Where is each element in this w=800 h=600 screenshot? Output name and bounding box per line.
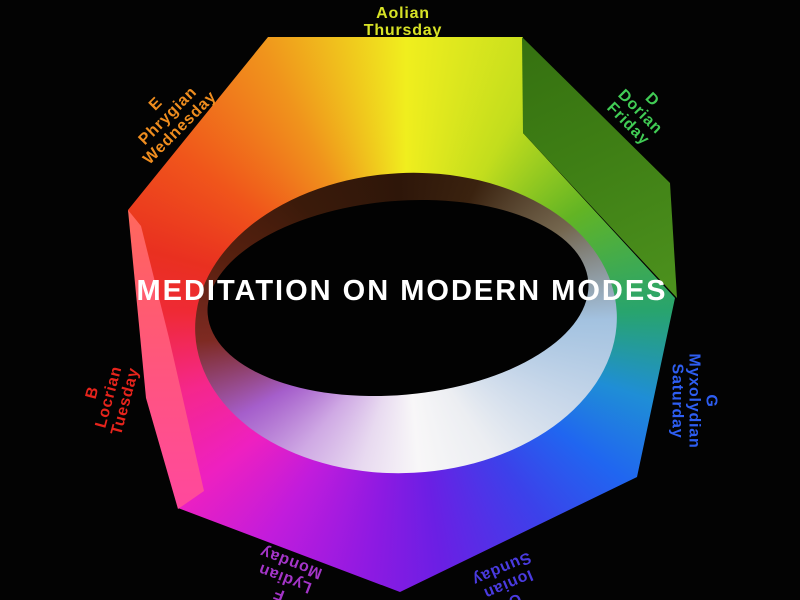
note-name: G (702, 394, 720, 408)
label-aeolian: Aolian Thursday (364, 5, 442, 39)
title-line-1: MEDITATION ON (136, 275, 391, 307)
page-title: MEDITATION ON MODERN MODES (136, 274, 667, 308)
mode-name: Myxolydian (685, 353, 703, 449)
day-name: Saturday (668, 363, 686, 439)
day-name: Thursday (363, 22, 443, 39)
title-line-2: MODERN MODES (400, 275, 668, 307)
label-mixolydian: G Myxolydian Saturday (669, 353, 720, 448)
label-ionian: C Ionian Sunday (469, 548, 547, 600)
mode-name: Aolian (376, 5, 430, 22)
label-locrian: B Locrian Tuesday (75, 357, 143, 437)
